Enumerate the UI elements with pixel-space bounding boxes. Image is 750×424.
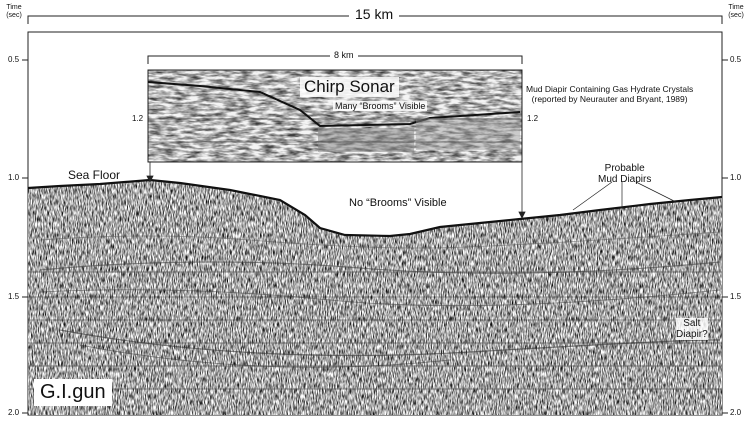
tick-label-left-0: 0.5 xyxy=(8,55,20,64)
tick-label-left-3: 2.0 xyxy=(8,408,20,417)
probable-line-2: Mud Diapirs xyxy=(598,174,652,185)
scale-label-8km: 8 km xyxy=(330,50,358,60)
diapir-pointer-lines xyxy=(572,181,677,211)
axis-title-left: Time (sec) xyxy=(6,4,22,19)
inset-brooms-note: Many “Brooms” Visible xyxy=(333,101,428,111)
scale-label-15km: 15 km xyxy=(349,6,400,22)
salt-diapir-label: Salt Diapir? xyxy=(676,318,708,340)
time-gridlines xyxy=(28,271,722,390)
sea-floor-label: Sea Floor xyxy=(68,168,121,182)
inset-tick-left: 1.2 xyxy=(132,114,144,123)
inset-tick-right: 1.2 xyxy=(527,114,539,123)
probable-mud-diapirs-label: Probable Mud Diapirs xyxy=(598,163,651,185)
axis-ticks xyxy=(22,59,728,414)
seafloor-reflector xyxy=(27,178,723,238)
mud-diapir-hydrate-label: Mud Diapir Containing Gas Hydrate Crysta… xyxy=(526,84,693,104)
tick-label-left-2: 1.5 xyxy=(8,292,20,301)
salt-line-2: Diapir? xyxy=(676,329,708,340)
inset-connector-arrows xyxy=(146,162,526,219)
mud-diapir-line-2: (reported by Neurauter and Bryant, 1989) xyxy=(531,94,688,104)
mud-diapir-line-1: Mud Diapir Containing Gas Hydrate Crysta… xyxy=(526,84,694,94)
probable-line-1: Probable xyxy=(604,163,645,174)
tick-label-right-1: 1.0 xyxy=(730,173,742,182)
tick-label-right-3: 2.0 xyxy=(730,408,742,417)
salt-line-1: Salt xyxy=(683,318,701,329)
tick-label-left-1: 1.0 xyxy=(8,173,20,182)
inset-title: Chirp Sonar xyxy=(300,77,399,97)
source-label-gi-gun: G.I.gun xyxy=(34,379,112,406)
no-brooms-label: No “Brooms” Visible xyxy=(349,197,447,209)
tick-label-right-2: 1.5 xyxy=(730,292,742,301)
seismic-reflection-data xyxy=(28,180,722,415)
axis-title-right: Time (sec) xyxy=(728,4,744,19)
tick-label-right-0: 0.5 xyxy=(730,55,742,64)
